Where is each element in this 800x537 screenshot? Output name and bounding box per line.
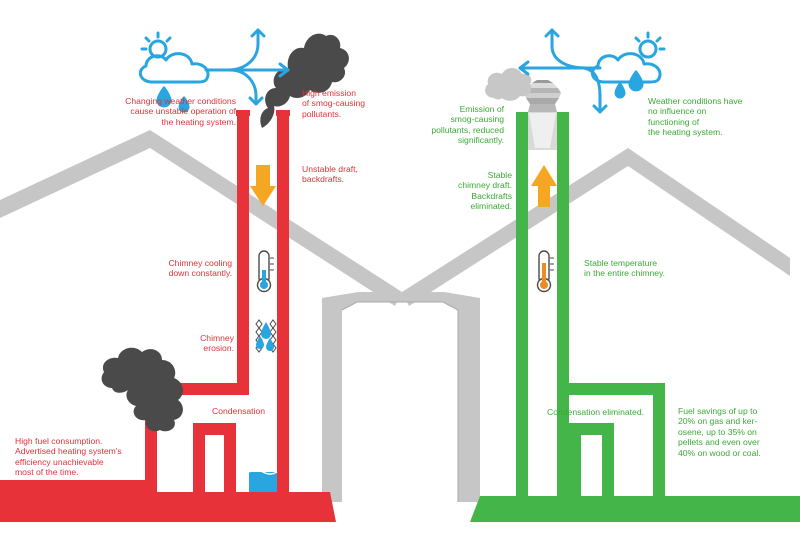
light-smoke-cloud bbox=[485, 68, 532, 101]
left-house bbox=[0, 130, 402, 306]
right-weather-note: Weather conditions have no influence on … bbox=[648, 96, 743, 138]
good-weather-sun-cloud-rain-icon bbox=[518, 28, 666, 114]
left-draft-note: Unstable draft, backdrafts. bbox=[302, 164, 358, 185]
bad-weather-sun-cloud-rain-icon bbox=[138, 28, 290, 113]
garage-frame bbox=[322, 292, 480, 502]
left-condensation-note: Condensation bbox=[212, 406, 266, 416]
right-house bbox=[402, 148, 790, 306]
chimney-cap-icon bbox=[524, 80, 561, 150]
left-weather-note: Changing weather conditions cause unstab… bbox=[125, 96, 236, 127]
right-draft-note: Stable chimney draft. Backdrafts elimina… bbox=[458, 170, 512, 212]
dark-smoke-plume bbox=[260, 33, 349, 128]
left-cooling-note: Chimney cooling down constantly. bbox=[168, 258, 232, 279]
right-temperature-note: Stable temperature in the entire chimney… bbox=[584, 258, 666, 279]
condensation-water bbox=[248, 469, 278, 492]
water-drops-icon bbox=[255, 319, 277, 353]
thermometer-cold-icon bbox=[256, 250, 274, 293]
ground-smoke-cloud bbox=[101, 347, 183, 432]
green-chimney-system bbox=[470, 112, 800, 522]
left-erosion-note: Chimney erosion. bbox=[200, 333, 234, 354]
right-savings-note: Fuel savings of up to 20% on gas and ker… bbox=[678, 406, 761, 458]
downward-draft-arrow bbox=[250, 165, 276, 206]
thermometer-warm-icon bbox=[536, 250, 554, 293]
right-condensation-note: Condensation eliminated. bbox=[547, 407, 644, 417]
left-emission-note: High emission of smog-causing pollutants… bbox=[302, 88, 366, 119]
upward-draft-arrow bbox=[531, 165, 557, 207]
red-chimney-system bbox=[0, 110, 336, 522]
right-emission-note: Emission of smog-causing pollutants, red… bbox=[431, 104, 504, 146]
left-fuel-note: High fuel consumption. Advertised heatin… bbox=[15, 436, 122, 478]
